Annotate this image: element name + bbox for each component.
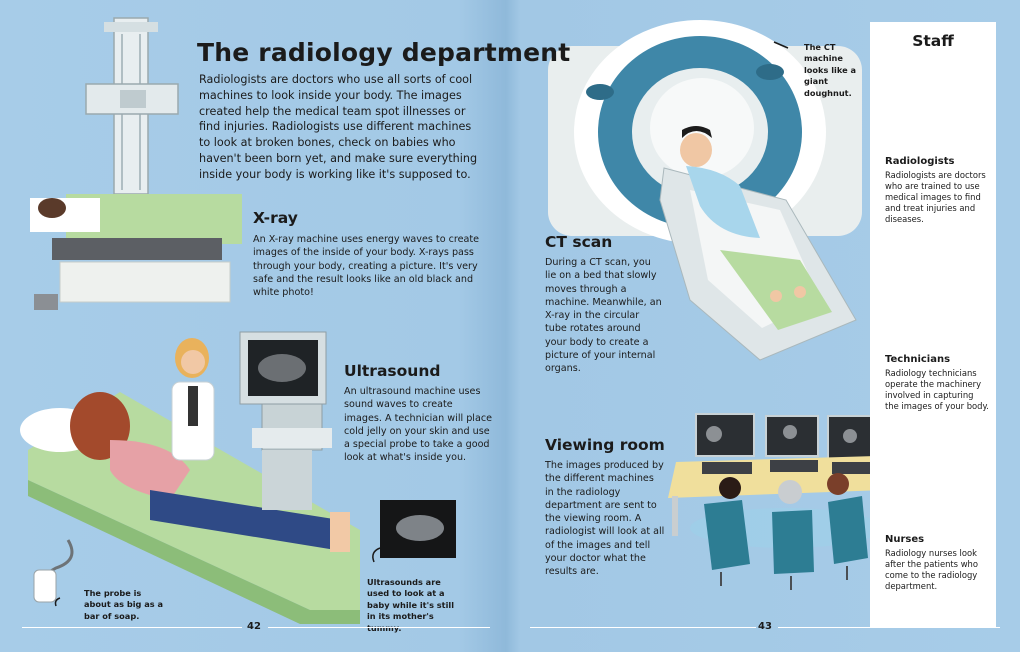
staff-panel: Staff Radiologists Radiologists are doct… <box>870 22 996 628</box>
xray-text: An X-ray machine uses energy waves to cr… <box>253 234 480 299</box>
staff-title: Staff <box>912 32 954 50</box>
page-number-right: 43 <box>758 621 772 632</box>
baby-note: Ultrasounds are used to look at a baby w… <box>367 577 455 633</box>
viewing-room-heading: Viewing room <box>545 436 665 454</box>
viewing-room-text: The images produced by the different mac… <box>545 460 665 578</box>
role-text-technicians: Radiology technicians operate the machin… <box>885 368 989 411</box>
ct-scanner-illustration <box>548 20 862 361</box>
page-number-left: 42 <box>247 621 261 632</box>
ct-text: During a CT scan, you lie on a bed that … <box>545 257 662 375</box>
ultrasound-illustration <box>20 331 456 624</box>
ultrasound-heading: Ultrasound <box>344 362 441 380</box>
footer-rule-left-a <box>22 627 242 628</box>
ct-heading: CT scan <box>545 233 613 251</box>
xray-machine-illustration <box>30 17 242 310</box>
intro-text: Radiologists are doctors who use all sor… <box>199 73 478 181</box>
footer-rule-right-b <box>778 627 1000 628</box>
role-name-technicians: Technicians <box>885 354 951 365</box>
role-text-nurses: Radiology nurses look after the patients… <box>885 548 978 591</box>
footer-rule-right-a <box>530 627 756 628</box>
role-name-nurses: Nurses <box>885 534 925 545</box>
page-title: The radiology department <box>197 38 571 67</box>
ct-note: The CT machine looks like a giant doughn… <box>804 42 856 98</box>
viewing-room-illustration <box>668 413 884 590</box>
probe-note: The probe is about as big as a bar of so… <box>84 588 164 621</box>
role-name-radiologists: Radiologists <box>885 156 955 167</box>
role-text-radiologists: Radiologists are doctors who are trained… <box>885 170 986 224</box>
xray-heading: X-ray <box>253 209 298 227</box>
ultrasound-text: An ultrasound machine uses sound waves t… <box>344 386 493 464</box>
footer-rule-left-b <box>268 627 490 628</box>
